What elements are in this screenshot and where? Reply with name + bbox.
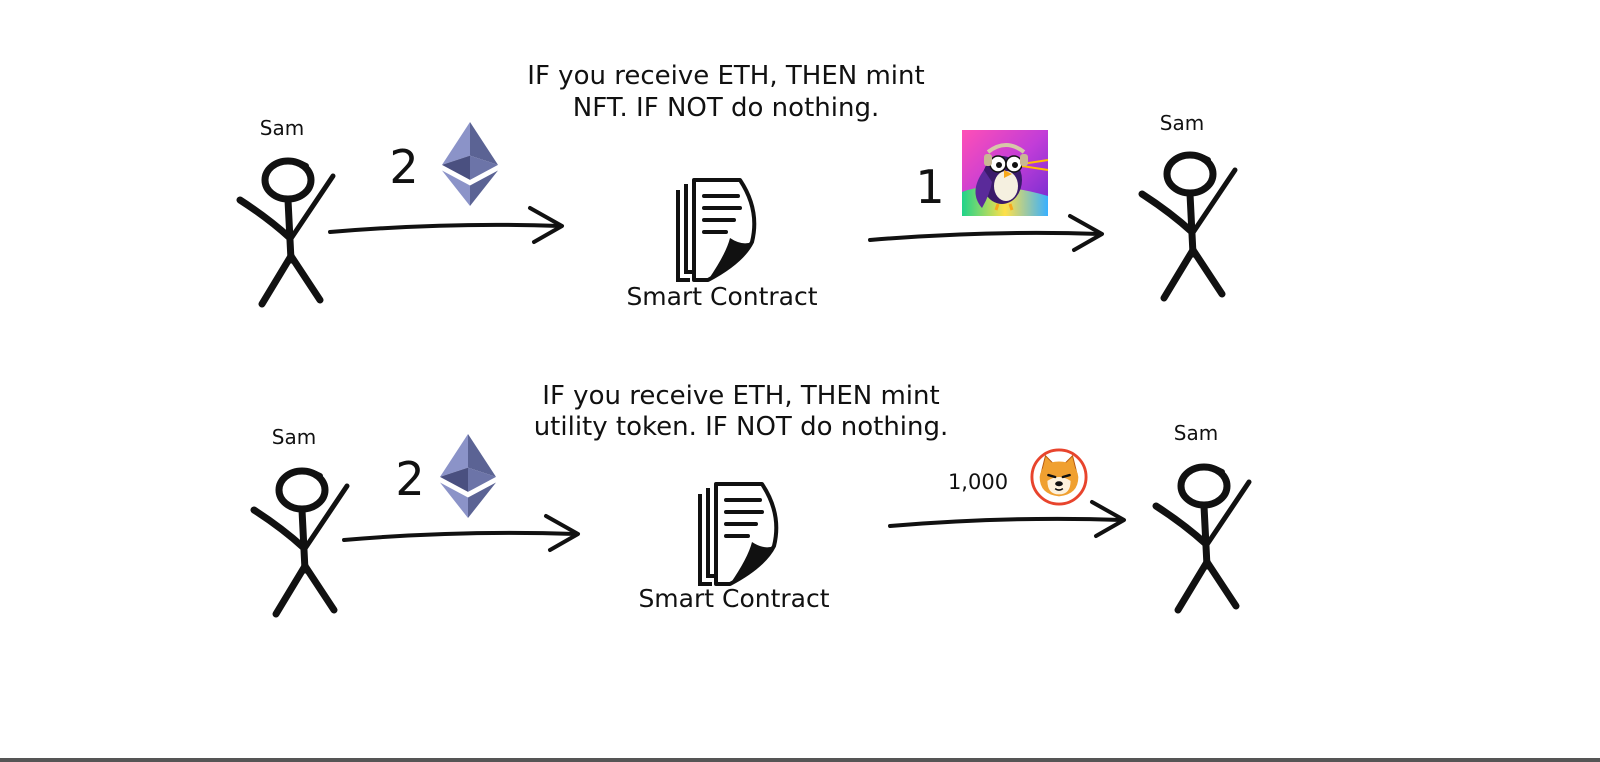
ethereum-icon: [442, 122, 498, 206]
payment-quantity: 2: [395, 452, 424, 506]
output-arrow-head: [1068, 214, 1104, 252]
payment-arrow-head: [528, 206, 564, 244]
smart-contract-document-icon: [676, 178, 757, 282]
receiver-stick-figure-icon: [1156, 467, 1249, 610]
output-quantity: 1,000: [948, 470, 1008, 494]
contract-rule-line-1: IF you receive ETH, THEN mint: [527, 61, 924, 91]
contract-rule-line-2: utility token. IF NOT do nothing.: [534, 412, 949, 442]
flow-row-1: IF you receive ETH, THEN mint NFT. IF NO…: [240, 61, 1235, 311]
smart-contract-label: Smart Contract: [626, 282, 817, 311]
payment-arrow: [342, 530, 578, 542]
sender-stick-figure-icon: [240, 161, 333, 304]
output-arrow: [888, 516, 1124, 528]
bottom-border: [0, 758, 1600, 762]
smart-contract-label: Smart Contract: [638, 584, 829, 613]
sender-name: Sam: [272, 425, 316, 449]
flow-row-2: IF you receive ETH, THEN mint utility to…: [254, 381, 1249, 614]
nft-bird-icon: [960, 128, 1050, 218]
receiver-name: Sam: [1160, 111, 1204, 135]
receiver-name: Sam: [1174, 421, 1218, 445]
output-quantity: 1: [915, 160, 944, 214]
contract-rule-line-2: NFT. IF NOT do nothing.: [573, 93, 879, 123]
contract-rule-line-1: IF you receive ETH, THEN mint: [542, 381, 939, 411]
payment-quantity: 2: [389, 140, 418, 194]
output-arrow: [868, 230, 1102, 242]
payment-arrow: [328, 222, 562, 234]
ethereum-icon: [440, 434, 496, 518]
receiver-stick-figure-icon: [1142, 155, 1235, 298]
sender-name: Sam: [260, 116, 304, 140]
smart-contract-document-icon: [698, 482, 779, 586]
sender-stick-figure-icon: [254, 471, 347, 614]
shiba-token-icon: [1030, 448, 1088, 506]
payment-arrow-head: [544, 514, 580, 552]
output-arrow-head: [1090, 500, 1126, 538]
